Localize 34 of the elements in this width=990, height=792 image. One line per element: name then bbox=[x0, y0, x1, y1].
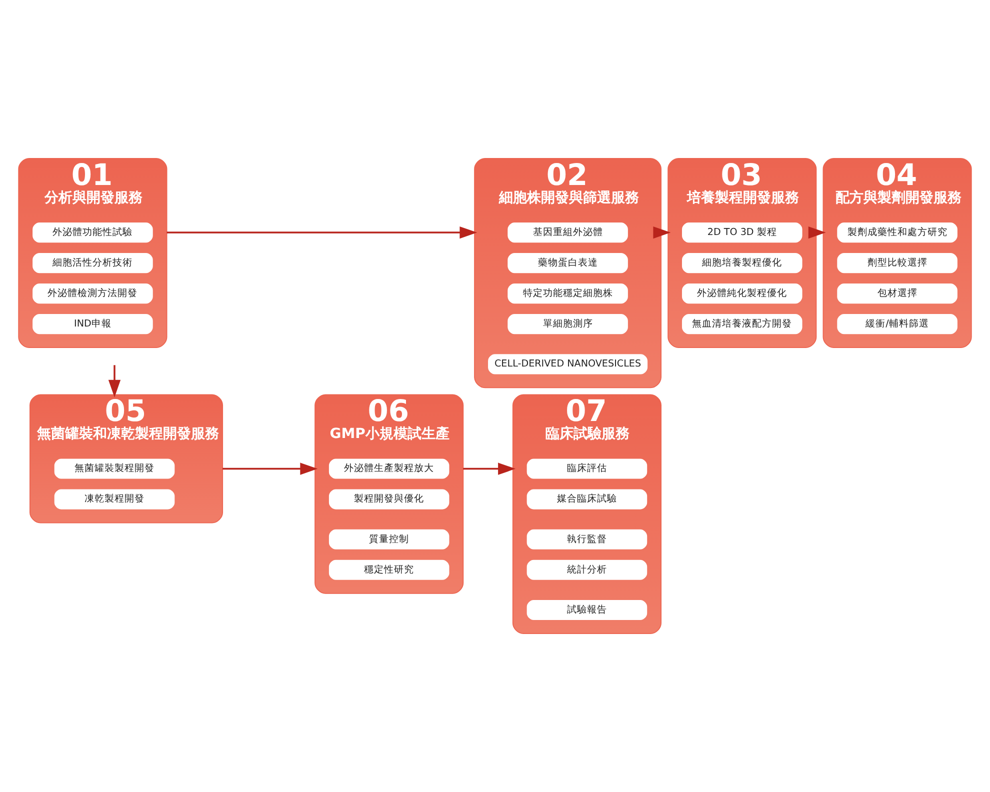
node-box: 統計分析 bbox=[526, 560, 648, 580]
node-box: 媒合臨床試驗 bbox=[526, 489, 648, 510]
node-box: 細胞活性分析技術 bbox=[32, 253, 153, 274]
node-box: 製程開發與優化 bbox=[328, 489, 450, 510]
node-box: 外泌體檢測方法開發 bbox=[32, 284, 153, 304]
node-box: 穩定性研究 bbox=[328, 560, 450, 580]
node-box: 質量控制 bbox=[328, 529, 450, 550]
node-box: 凍乾製程開發 bbox=[54, 489, 175, 510]
node-box: 細胞培養製程優化 bbox=[682, 253, 802, 274]
node-box: 劑型比較選擇 bbox=[837, 253, 958, 274]
node-box: 外泌體生產製程放大 bbox=[328, 458, 450, 479]
arrow bbox=[463, 462, 516, 475]
arrow bbox=[808, 226, 826, 239]
node-box: 包材選擇 bbox=[837, 284, 958, 304]
node-box: 基因重組外泌體 bbox=[508, 222, 628, 243]
node-box: 藥物蛋白表達 bbox=[508, 253, 628, 274]
node-box: 緩衝/輔料篩選 bbox=[837, 314, 958, 334]
node-box: 單細胞測序 bbox=[508, 314, 628, 334]
arrow bbox=[222, 462, 318, 475]
node-box: 無菌罐裝製程開發 bbox=[54, 458, 175, 479]
arrow bbox=[108, 365, 121, 398]
node-box: 製劑成藥性和處方研究 bbox=[837, 222, 958, 243]
node-box: 外泌體純化製程優化 bbox=[682, 284, 802, 304]
node-box: CELL-DERIVED NANOVESICLES bbox=[488, 354, 648, 374]
node-box: 外泌體功能性試驗 bbox=[32, 222, 153, 243]
node-box: IND申報 bbox=[32, 314, 153, 334]
node-box: 2D TO 3D 製程 bbox=[682, 222, 802, 243]
arrow bbox=[653, 226, 671, 239]
node-box: 執行監督 bbox=[526, 529, 648, 550]
arrow bbox=[166, 226, 478, 239]
node-box: 特定功能穩定細胞株 bbox=[508, 284, 628, 304]
node-box: 試驗報告 bbox=[526, 600, 648, 620]
node-box: 臨床評估 bbox=[526, 458, 648, 479]
node-box: 無血清培養液配方開發 bbox=[682, 314, 802, 334]
